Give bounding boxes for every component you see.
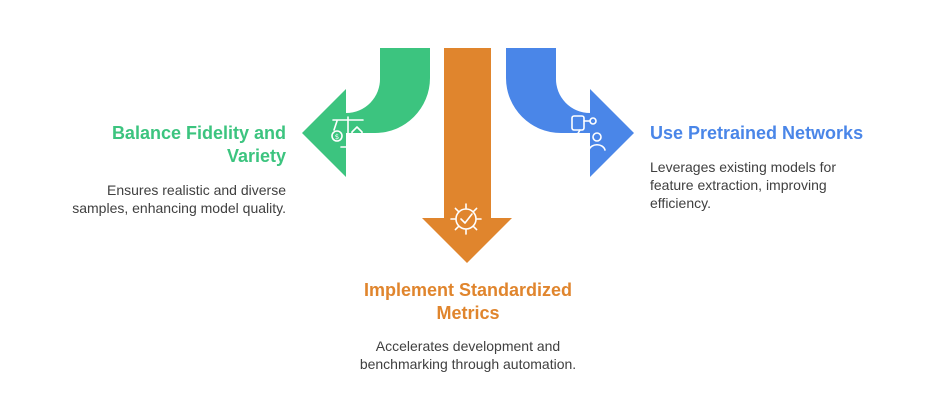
center-description-line-2: benchmarking through automation. <box>359 356 577 372</box>
scale-balance-icon: $ <box>331 116 364 148</box>
center-description-line-1: Accelerates development and <box>375 338 561 354</box>
right-description: Leverages existing models for feature ex… <box>650 158 890 212</box>
left-heading-line-1: Balance Fidelity and <box>111 123 286 143</box>
right-heading-line-1: Use Pretrained Networks <box>650 123 864 143</box>
right-arrow <box>506 48 634 177</box>
center-heading-line-2: Metrics <box>436 303 500 323</box>
gear-check-icon <box>450 203 482 235</box>
left-description: Ensures realistic and diverse samples, e… <box>0 181 286 217</box>
left-description-line-2: samples, enhancing model quality. <box>72 200 286 216</box>
left-arrow <box>302 48 430 177</box>
network-hand-icon <box>571 115 606 151</box>
center-description: Accelerates development and benchmarking… <box>318 337 618 373</box>
svg-text:$: $ <box>335 133 339 141</box>
center-heading-line-1: Implement Standardized <box>363 280 573 300</box>
left-description-line-1: Ensures realistic and diverse <box>107 182 286 198</box>
center-arrow <box>422 48 512 263</box>
right-description-line-2: feature extraction, improving <box>650 177 827 193</box>
left-heading: Balance Fidelity and Variety <box>26 122 286 168</box>
right-description-line-1: Leverages existing models for <box>650 159 836 175</box>
right-description-line-3: efficiency. <box>650 195 711 211</box>
left-heading-line-2: Variety <box>226 146 286 166</box>
right-heading: Use Pretrained Networks <box>650 122 930 145</box>
center-heading: Implement Standardized Metrics <box>318 279 618 325</box>
